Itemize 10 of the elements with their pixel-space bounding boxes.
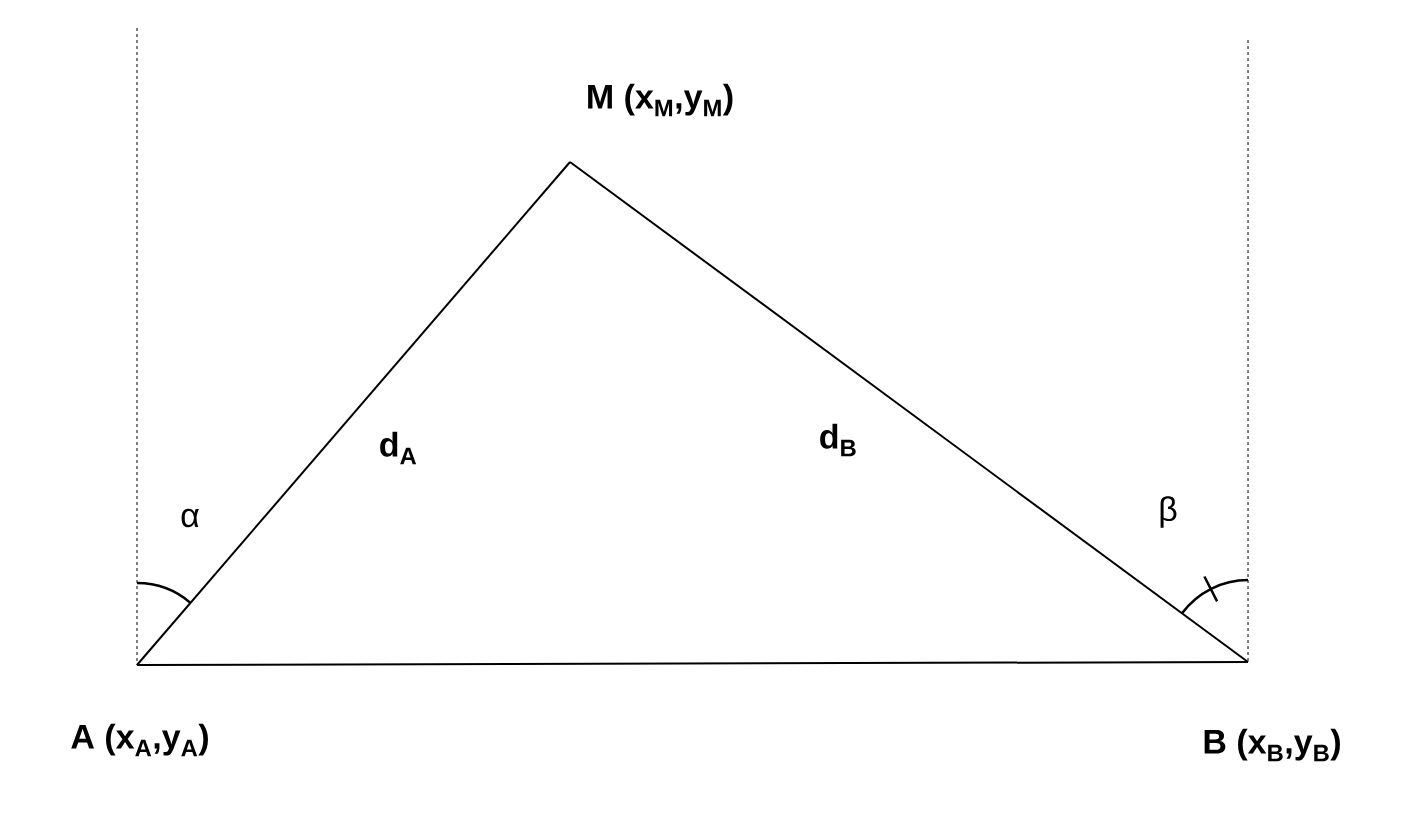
point-label: B (x$_{B}$,y$_{B}$)	[1204, 728, 1340, 762]
point-label: A (x$_{A}$,y$_{A}$)	[71, 723, 208, 757]
line-segment	[569, 161, 1249, 663]
angle-label: β	[1160, 496, 1177, 528]
point-label: M (x$_{M}$,y$_{M}$)	[588, 83, 733, 117]
angle-label: α	[181, 508, 199, 528]
line-segment	[136, 661, 1249, 666]
side-label: d$_{A}$	[380, 431, 417, 465]
line-segment	[136, 161, 571, 666]
side-label: d$_{B}$	[820, 423, 856, 457]
